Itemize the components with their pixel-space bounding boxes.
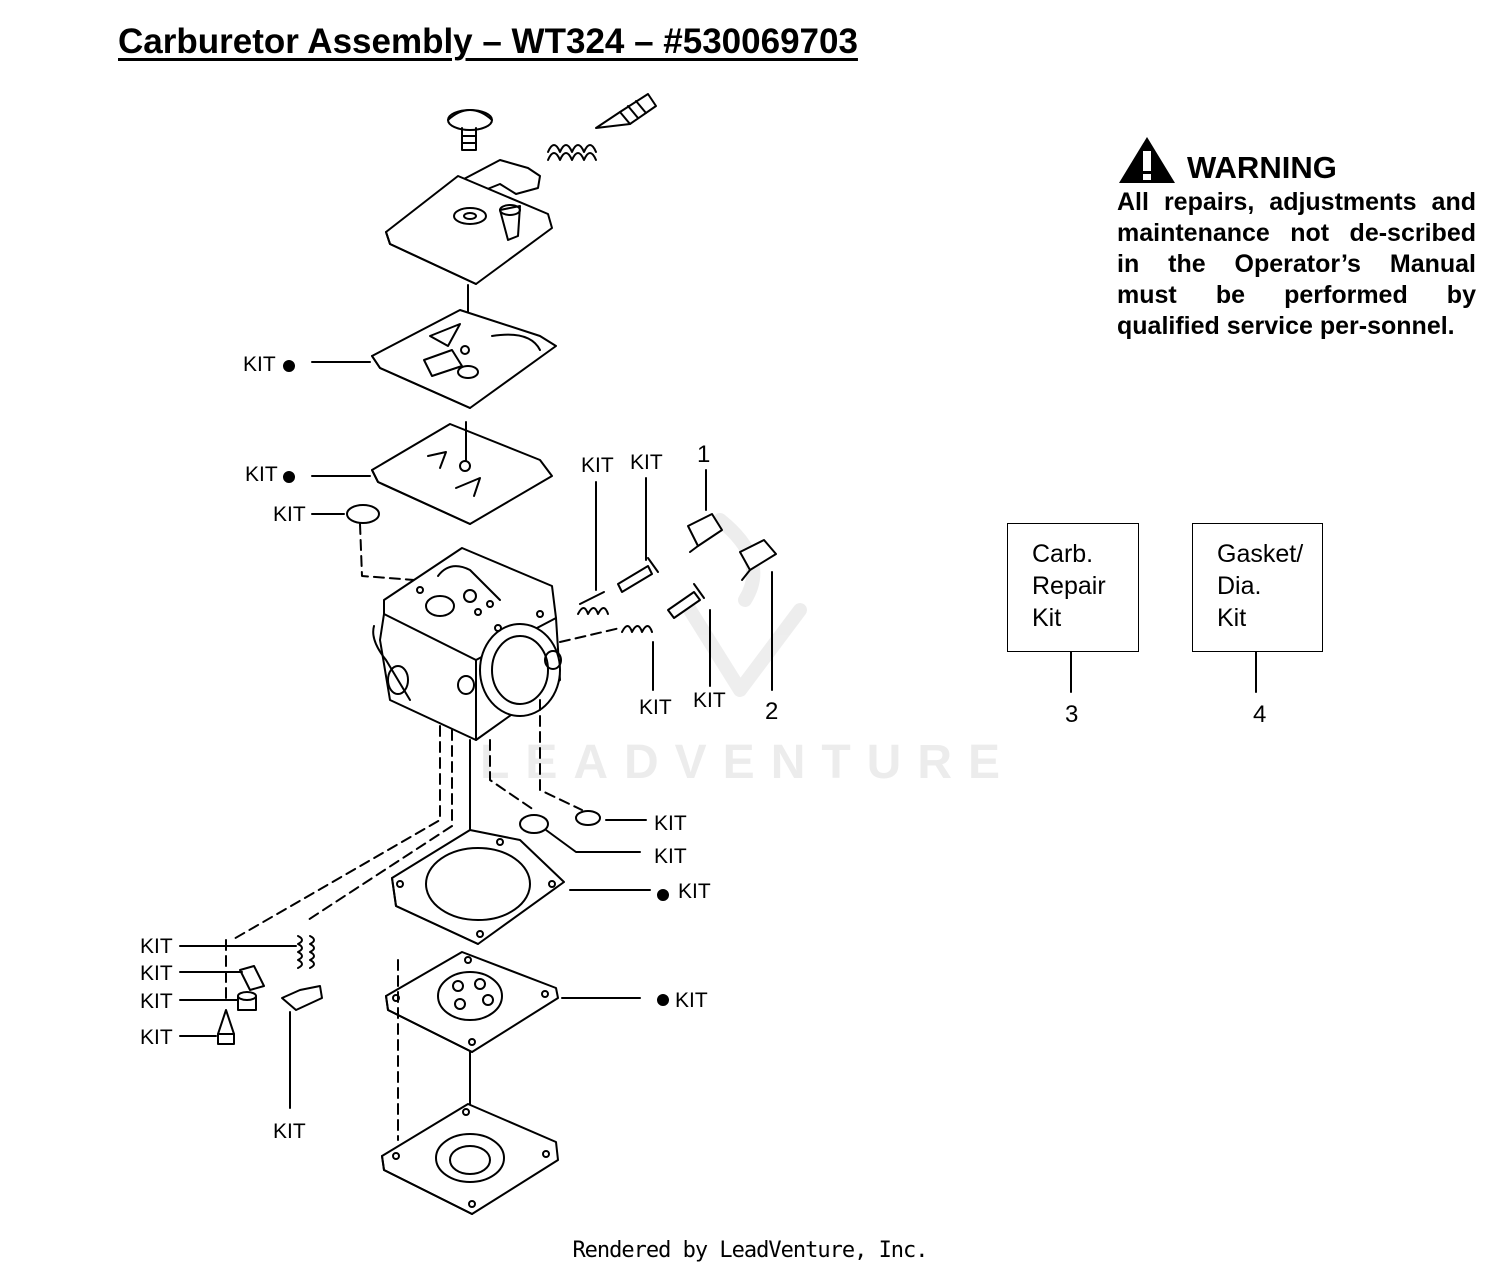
- kit-box-line: Kit: [1217, 604, 1247, 632]
- warning-title: WARNING: [1187, 150, 1337, 185]
- low-speed-spring: [577, 591, 609, 615]
- watermark-logo: [683, 513, 807, 697]
- carburetor-body: [372, 547, 562, 741]
- kit-box-line: Dia.: [1217, 572, 1262, 600]
- kit-bullet: [657, 889, 669, 901]
- warning-triangle-icon: [1119, 137, 1175, 183]
- limiter-cap-2: [739, 539, 777, 581]
- kit-box-line: Gasket/: [1217, 540, 1304, 568]
- pin: [239, 965, 265, 991]
- filter-screen: [346, 504, 380, 524]
- screw-small: [237, 991, 257, 1011]
- ref-number-3: 3: [1065, 701, 1079, 728]
- warning-text: All repairs, adjustments and maintenance…: [1117, 188, 1476, 340]
- high-speed-needle: [667, 583, 705, 619]
- metering-spring: [547, 144, 597, 161]
- metering-cover: [385, 175, 553, 285]
- low-speed-needle: [617, 557, 659, 593]
- kit-label-high-needle: KIT: [693, 689, 726, 712]
- kit-label-welch-plug: KIT: [654, 845, 687, 868]
- ref-number-4: 4: [1253, 701, 1267, 728]
- kit-box-line: Carb.: [1032, 540, 1094, 568]
- kit-box-line: Kit: [1032, 604, 1062, 632]
- warning-notice: WARNING All repairs, adjustments and mai…: [1117, 135, 1476, 342]
- page-title: Carburetor Assembly – WT324 – #530069703: [118, 22, 858, 61]
- ref-number-2: 2: [765, 698, 779, 725]
- kit-label-pump-diaphragm: KIT: [675, 989, 708, 1012]
- top-screw: [447, 109, 493, 151]
- kit-label-pin: KIT: [140, 962, 173, 985]
- kit-bullet: [283, 471, 295, 483]
- metering-diaphragm: [371, 423, 553, 525]
- kit-label-inlet-lever: KIT: [273, 1120, 306, 1143]
- inlet-needle-lower: [217, 1009, 235, 1045]
- kit-label-low-spring: KIT: [581, 454, 614, 477]
- ref-number-1: 1: [697, 441, 711, 468]
- pump-cover: [381, 1103, 559, 1215]
- high-speed-spring: [621, 625, 653, 633]
- kit-label-high-spring: KIT: [639, 696, 672, 719]
- kit-bullet: [657, 994, 669, 1006]
- kit-label-inlet-needle: KIT: [140, 1026, 173, 1049]
- kit-label-screw: KIT: [140, 990, 173, 1013]
- kit-label-pump-gasket: KIT: [678, 880, 711, 903]
- inlet-lever: [281, 985, 323, 1011]
- pump-gasket: [391, 829, 565, 945]
- footer-credit: Rendered by LeadVenture, Inc.: [572, 1238, 928, 1263]
- warning-header: WARNING: [1117, 135, 1476, 185]
- limiter-cap-1: [687, 513, 723, 553]
- kit-label-low-needle: KIT: [630, 451, 663, 474]
- pump-diaphragm: [385, 951, 559, 1053]
- gasket-dia-kit-box: Gasket/ Dia. Kit: [1192, 523, 1323, 652]
- kit-bullet: [283, 360, 295, 372]
- inlet-screen: [575, 810, 601, 826]
- kit-label-filter-screen: KIT: [273, 503, 306, 526]
- lever-spring: [297, 935, 315, 969]
- kit-label-metering-diaphragm: KIT: [245, 463, 278, 486]
- metering-gasket: [371, 309, 557, 409]
- carb-repair-kit-box: Carb. Repair Kit: [1007, 523, 1139, 652]
- watermark: LEADVENTURE: [480, 736, 1017, 789]
- kit-label-inlet-screen: KIT: [654, 812, 687, 835]
- kit-box-line: Repair: [1032, 572, 1106, 600]
- welch-plug: [519, 814, 549, 834]
- kit-label-metering-gasket: KIT: [243, 353, 276, 376]
- kit-label-lever-spring: KIT: [140, 935, 173, 958]
- inlet-needle: [595, 93, 657, 129]
